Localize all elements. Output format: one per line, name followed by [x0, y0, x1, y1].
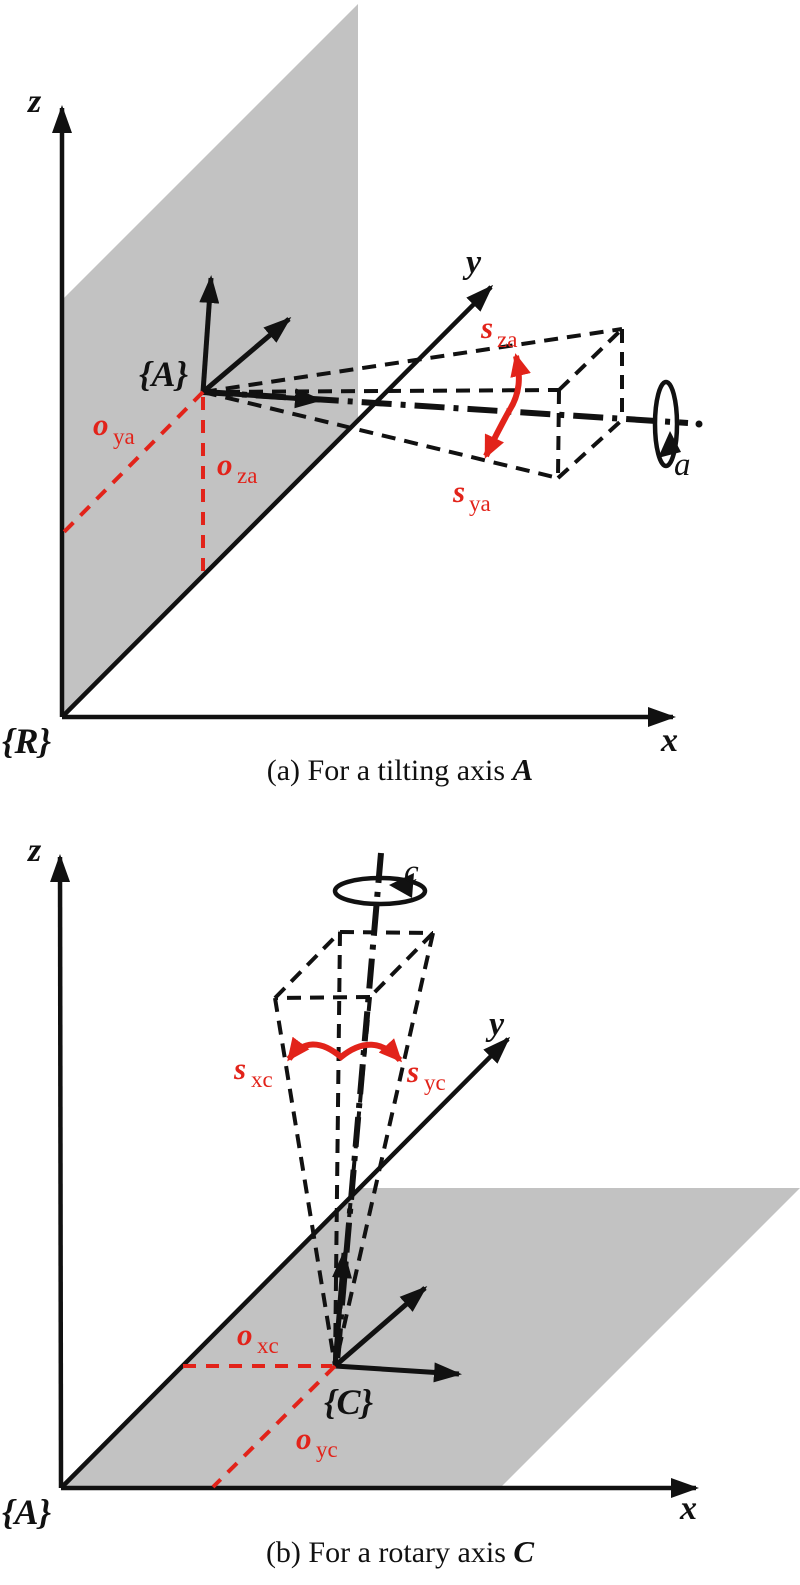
svg-text:za: za — [497, 327, 517, 352]
diagram-rotary-axis-c: z x y {A} {C} c o xc o yc s xc s yc — [2, 832, 800, 1532]
rotation-axis-line-end-dot — [695, 420, 703, 428]
caption-figure-b: (b) For a rotary axis C — [0, 1534, 800, 1570]
rotation-ellipse — [332, 875, 428, 907]
error-label-sza: s za — [480, 310, 517, 352]
offset-oya-line — [61, 390, 205, 535]
moving-frame-label: {C} — [324, 1382, 374, 1422]
rotation-symbol-c — [332, 873, 428, 907]
error-label-oza: o za — [217, 447, 257, 488]
caption-b-text: (b) For a rotary axis — [265, 1536, 514, 1569]
x-axis-label: x — [679, 1490, 697, 1527]
svg-text:o: o — [296, 1421, 312, 1456]
svg-text:ya: ya — [113, 424, 135, 449]
svg-text:xc: xc — [257, 1333, 279, 1358]
z-axis — [50, 854, 71, 1489]
svg-text:yc: yc — [424, 1070, 446, 1095]
rotation-arrowhead — [658, 431, 681, 458]
frame-a-arrows — [199, 275, 323, 409]
svg-text:xc: xc — [251, 1067, 273, 1092]
svg-text:s: s — [233, 1051, 246, 1086]
error-label-oyc: o yc — [296, 1421, 338, 1462]
reference-frame-label: {R} — [2, 721, 52, 758]
z-axis-label: z — [27, 832, 42, 869]
moving-frame-label: {A} — [139, 354, 189, 394]
x-axis-label: x — [660, 722, 678, 758]
error-label-sya: s ya — [452, 474, 491, 516]
xy-plane — [61, 1188, 800, 1486]
rotation-symbol-a — [652, 379, 681, 469]
yz-plane — [62, 4, 358, 717]
rotation-arrowhead — [389, 873, 414, 898]
y-axis-label: y — [462, 244, 482, 281]
offset-oyc-line — [211, 1364, 337, 1489]
squareness-double-arrow — [286, 1036, 403, 1063]
reference-frame-label: {A} — [2, 1492, 52, 1532]
svg-text:za: za — [237, 463, 257, 488]
caption-a-text: (a) For a tilting axis — [266, 754, 513, 787]
svg-text:o: o — [217, 447, 233, 482]
error-label-sxc: s xc — [233, 1051, 273, 1092]
error-label-oxc: o xc — [237, 1317, 279, 1358]
y-axis-label: y — [485, 1006, 505, 1043]
error-frustum — [202, 327, 624, 480]
svg-text:s: s — [480, 310, 493, 345]
rotation-ellipse — [652, 379, 680, 469]
svg-text:s: s — [406, 1054, 419, 1089]
svg-text:ya: ya — [469, 491, 491, 516]
z-axis-label: z — [27, 83, 42, 120]
diagram-tilting-axis-a: z x y {R} {A} a o ya o za s za s ya — [2, 4, 703, 758]
svg-text:yc: yc — [316, 1437, 338, 1462]
error-label-oya: o ya — [93, 407, 135, 449]
error-label-syc: s yc — [406, 1054, 446, 1095]
svg-text:s: s — [452, 474, 465, 509]
y-axis — [59, 1036, 511, 1490]
svg-text:o: o — [237, 1317, 253, 1352]
frame-c-arrows — [332, 1250, 462, 1383]
squareness-double-arrow — [483, 353, 531, 459]
rotation-axis-name-label: a — [674, 447, 691, 483]
svg-text:o: o — [93, 407, 109, 442]
caption-b-axis-letter: C — [513, 1534, 535, 1569]
caption-a-axis-letter: A — [512, 752, 534, 787]
rotation-axis-name-label: c — [404, 854, 419, 890]
caption-figure-a: (a) For a tilting axis A — [0, 752, 800, 788]
